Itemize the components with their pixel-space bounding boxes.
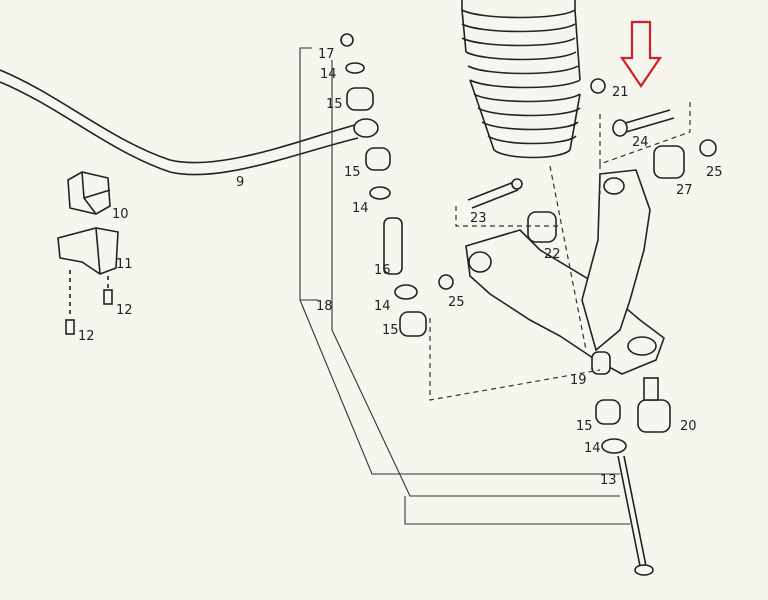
label-part-22: 22 <box>544 247 561 262</box>
coil-spring <box>461 0 581 159</box>
label-part-11: 11 <box>116 257 133 272</box>
label-part-17: 17 <box>318 47 335 62</box>
label-part-14a: 14 <box>320 67 337 82</box>
label-part-19: 19 <box>570 373 587 388</box>
label-part-25b: 25 <box>706 165 723 180</box>
control-arm <box>429 165 665 401</box>
label-part-27: 27 <box>676 183 693 198</box>
label-part-14b: 14 <box>352 201 369 216</box>
label-part-25a: 25 <box>448 295 465 310</box>
label-part-20: 20 <box>680 419 697 434</box>
stabilizer-link-stack <box>299 33 630 525</box>
label-part-23: 23 <box>470 211 487 226</box>
bushing-bracket-group <box>57 171 119 335</box>
label-part-9: 9 <box>236 175 244 190</box>
label-part-15a: 15 <box>326 97 343 112</box>
label-part-24: 24 <box>632 135 649 150</box>
label-part-16: 16 <box>374 263 391 278</box>
label-part-21: 21 <box>612 85 629 100</box>
stabilizer-bar <box>0 69 379 176</box>
label-part-14d: 14 <box>584 441 601 456</box>
label-part-13: 13 <box>600 473 617 488</box>
label-part-15c: 15 <box>382 323 399 338</box>
highlight-arrow-icon <box>619 20 663 88</box>
label-part-15b: 15 <box>344 165 361 180</box>
label-part-14c: 14 <box>374 299 391 314</box>
label-part-12b: 12 <box>78 329 95 344</box>
label-part-18: 18 <box>316 299 333 314</box>
label-part-12a: 12 <box>116 303 133 318</box>
hardware-group <box>438 78 717 576</box>
label-part-15d: 15 <box>576 419 593 434</box>
label-part-10: 10 <box>112 207 129 222</box>
